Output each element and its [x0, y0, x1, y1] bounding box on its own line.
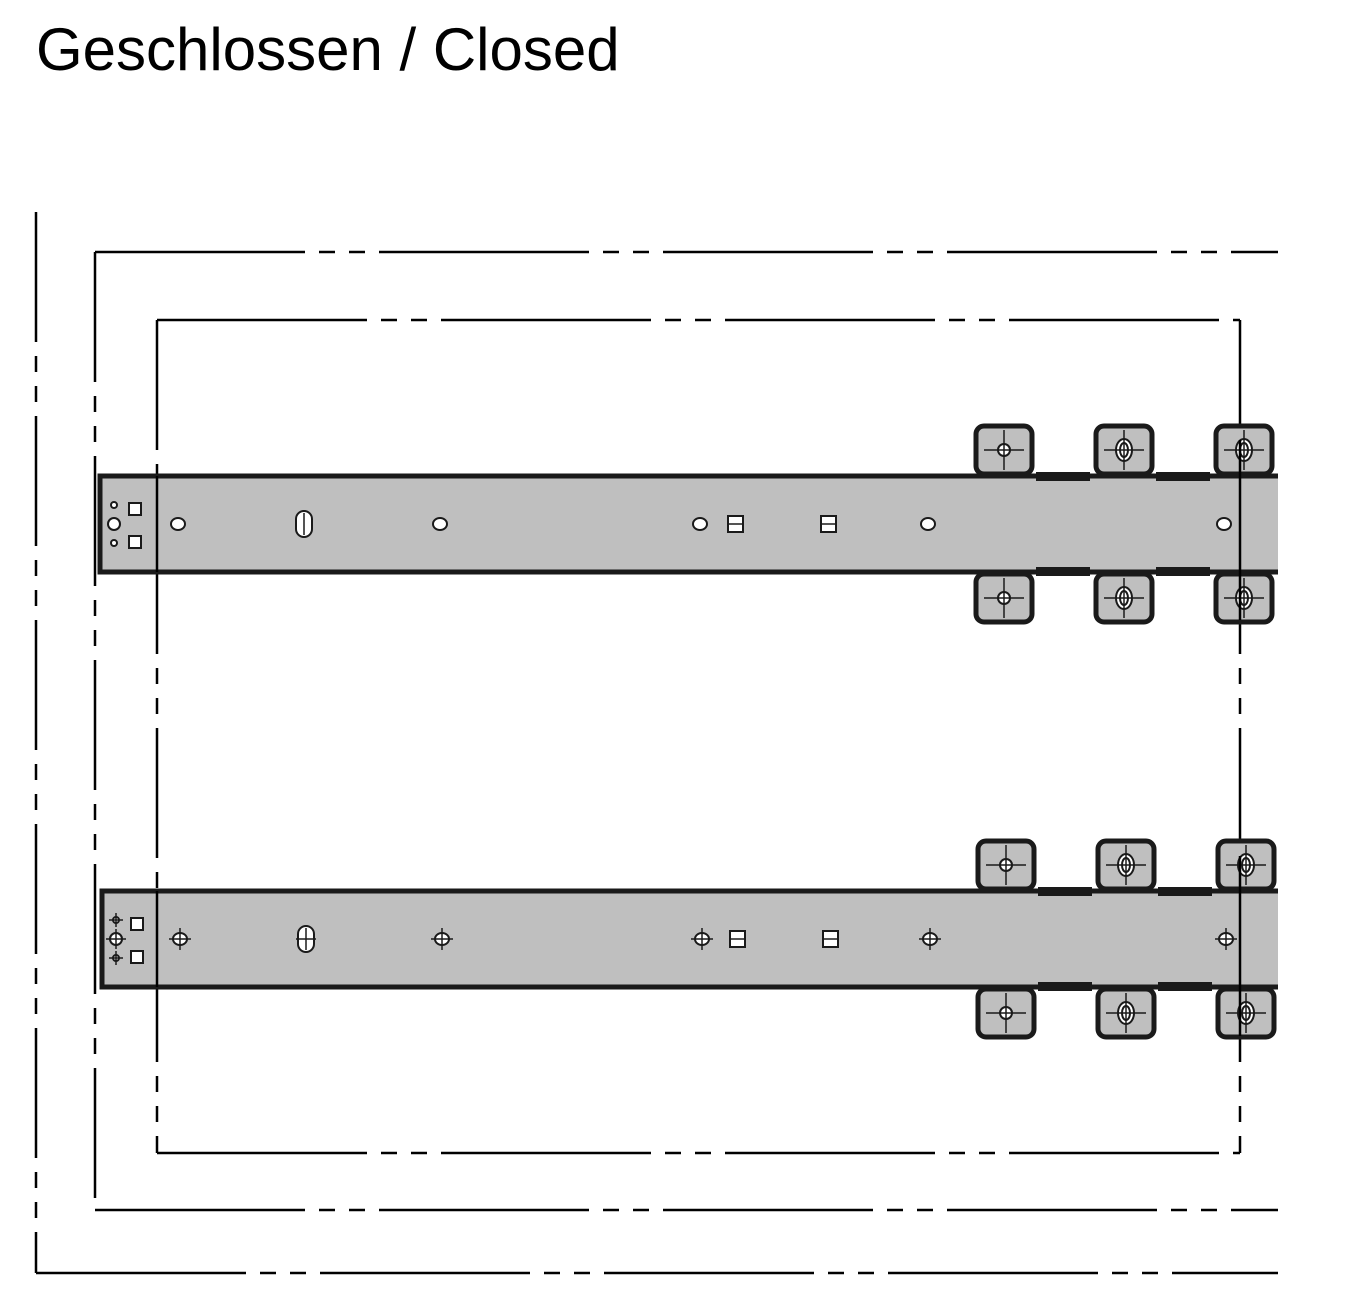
drawer-outline [155, 318, 1242, 1155]
middle-cabinet-outline [93, 250, 1278, 1212]
rail-hole-4 [920, 517, 936, 531]
rail-stop-top-2 [1158, 887, 1212, 896]
rail-stop-top-2 [1156, 472, 1210, 481]
rail-stop-bottom-1 [1038, 982, 1092, 991]
rail-hole-2 [432, 517, 448, 531]
slide-rail-2 [99, 838, 1278, 1040]
mounting-bracket-top-3 [1215, 838, 1277, 892]
mounting-bracket-top-1 [973, 423, 1035, 477]
mounting-bracket-top-3 [1213, 423, 1275, 477]
drawer-front-edge [155, 440, 1242, 1036]
rail-body [99, 888, 1278, 990]
rail-stop-bottom-1 [1036, 567, 1090, 576]
rail-end-fixings [107, 501, 142, 549]
mounting-bracket-bottom-3 [1215, 986, 1277, 1040]
mounting-bracket-bottom-2 [1095, 986, 1157, 1040]
rail-end-fixings [106, 913, 144, 965]
mounting-bracket-bottom-3 [1213, 571, 1275, 625]
slide-rail-1 [97, 423, 1278, 625]
rail-stop-top-1 [1036, 472, 1090, 481]
mounting-bracket-bottom-1 [975, 986, 1037, 1040]
mounting-bracket-bottom-2 [1093, 571, 1155, 625]
outer-cabinet-outline [34, 212, 1278, 1275]
rail-stop-bottom-2 [1158, 982, 1212, 991]
mounting-bracket-bottom-1 [973, 571, 1035, 625]
rail-hole-3 [692, 517, 708, 531]
rail-stop-top-1 [1038, 887, 1092, 896]
mounting-bracket-top-2 [1093, 423, 1155, 477]
rail-hole-5 [1216, 517, 1232, 531]
mounting-bracket-top-2 [1095, 838, 1157, 892]
rail-hole-1 [170, 517, 186, 531]
rail-body [97, 473, 1278, 575]
page-title: Geschlossen / Closed [36, 16, 620, 83]
rail-stop-bottom-2 [1156, 567, 1210, 576]
mounting-bracket-top-1 [975, 838, 1037, 892]
